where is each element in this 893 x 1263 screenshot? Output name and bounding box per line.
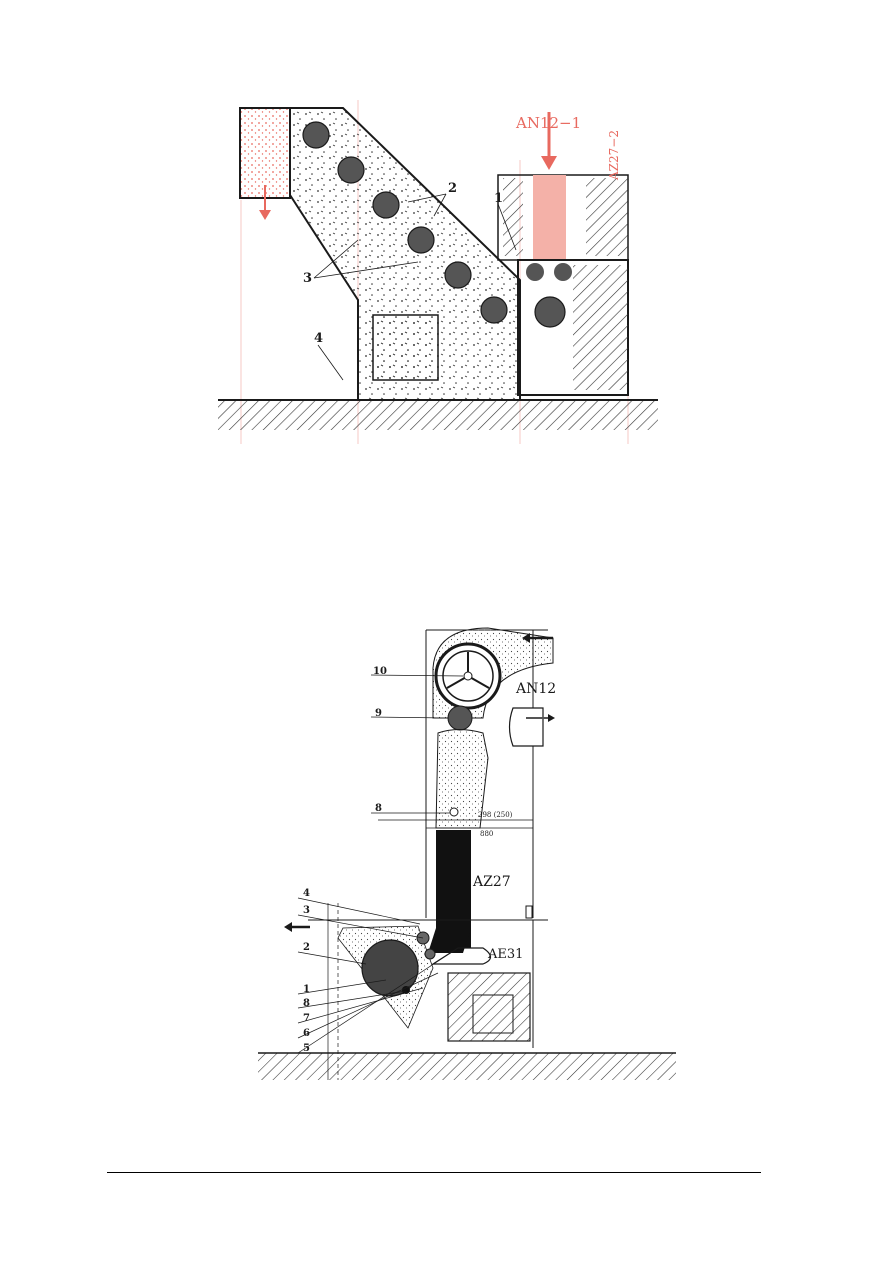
label-az27-2: AZ27−2 xyxy=(607,130,621,181)
callout-1: 1 xyxy=(303,984,310,995)
leader-lines xyxy=(313,193,517,381)
roller-8 xyxy=(449,807,459,817)
footer-rule xyxy=(107,1172,761,1173)
callout-1: 1 xyxy=(494,191,503,206)
outlet-arrow xyxy=(284,922,310,932)
callout-2: 2 xyxy=(303,942,310,953)
guide-lines-left xyxy=(327,903,339,1080)
leader-lines xyxy=(297,674,464,1054)
feed-unit xyxy=(497,112,629,396)
callout-2: 2 xyxy=(448,181,457,196)
figure-1-cleaner-diagram: AN12−1 AZ27−2 1 2 3 4 xyxy=(218,100,658,444)
ae31-section xyxy=(430,947,531,1042)
callout-7: 7 xyxy=(303,1013,310,1024)
roller-9 xyxy=(447,705,473,731)
callout-5: 5 xyxy=(303,1043,310,1054)
dimension-upper: 298 (250) xyxy=(478,811,513,819)
callout-6: 6 xyxy=(303,1028,310,1039)
callout-4: 4 xyxy=(303,888,310,899)
callouts: 10 9 8 4 3 2 1 8 7 6 5 xyxy=(303,666,387,1054)
inclined-body xyxy=(289,107,521,401)
beater-rollers xyxy=(302,121,566,328)
label-an12-1: AN12−1 xyxy=(515,114,581,132)
label-az27: AZ27 xyxy=(472,874,511,890)
callout-8b: 8 xyxy=(303,998,310,1009)
dimension-lower: 880 xyxy=(480,830,493,838)
label-ae31: AE31 xyxy=(487,947,523,962)
callouts: 1 2 3 4 xyxy=(303,181,503,346)
az27-chute-bend xyxy=(428,928,471,953)
callout-3: 3 xyxy=(303,271,312,286)
floor xyxy=(258,1052,676,1080)
callout-3: 3 xyxy=(303,905,310,916)
chute xyxy=(435,729,489,829)
callout-8a: 8 xyxy=(375,803,382,814)
inlet-hopper xyxy=(239,107,291,220)
opening-drum xyxy=(337,925,436,1029)
callout-10: 10 xyxy=(373,666,387,677)
figure-2-feeder-diagram: 298 (250) 880 AN12 AZ27 AE31 10 9 xyxy=(258,627,676,1080)
floor xyxy=(218,399,658,430)
callout-9: 9 xyxy=(375,708,382,719)
an12-condenser xyxy=(432,627,555,747)
cabinet-frame xyxy=(308,905,548,1048)
label-an12: AN12 xyxy=(515,681,556,697)
callout-4: 4 xyxy=(314,331,323,346)
dimension-lines xyxy=(378,819,533,829)
